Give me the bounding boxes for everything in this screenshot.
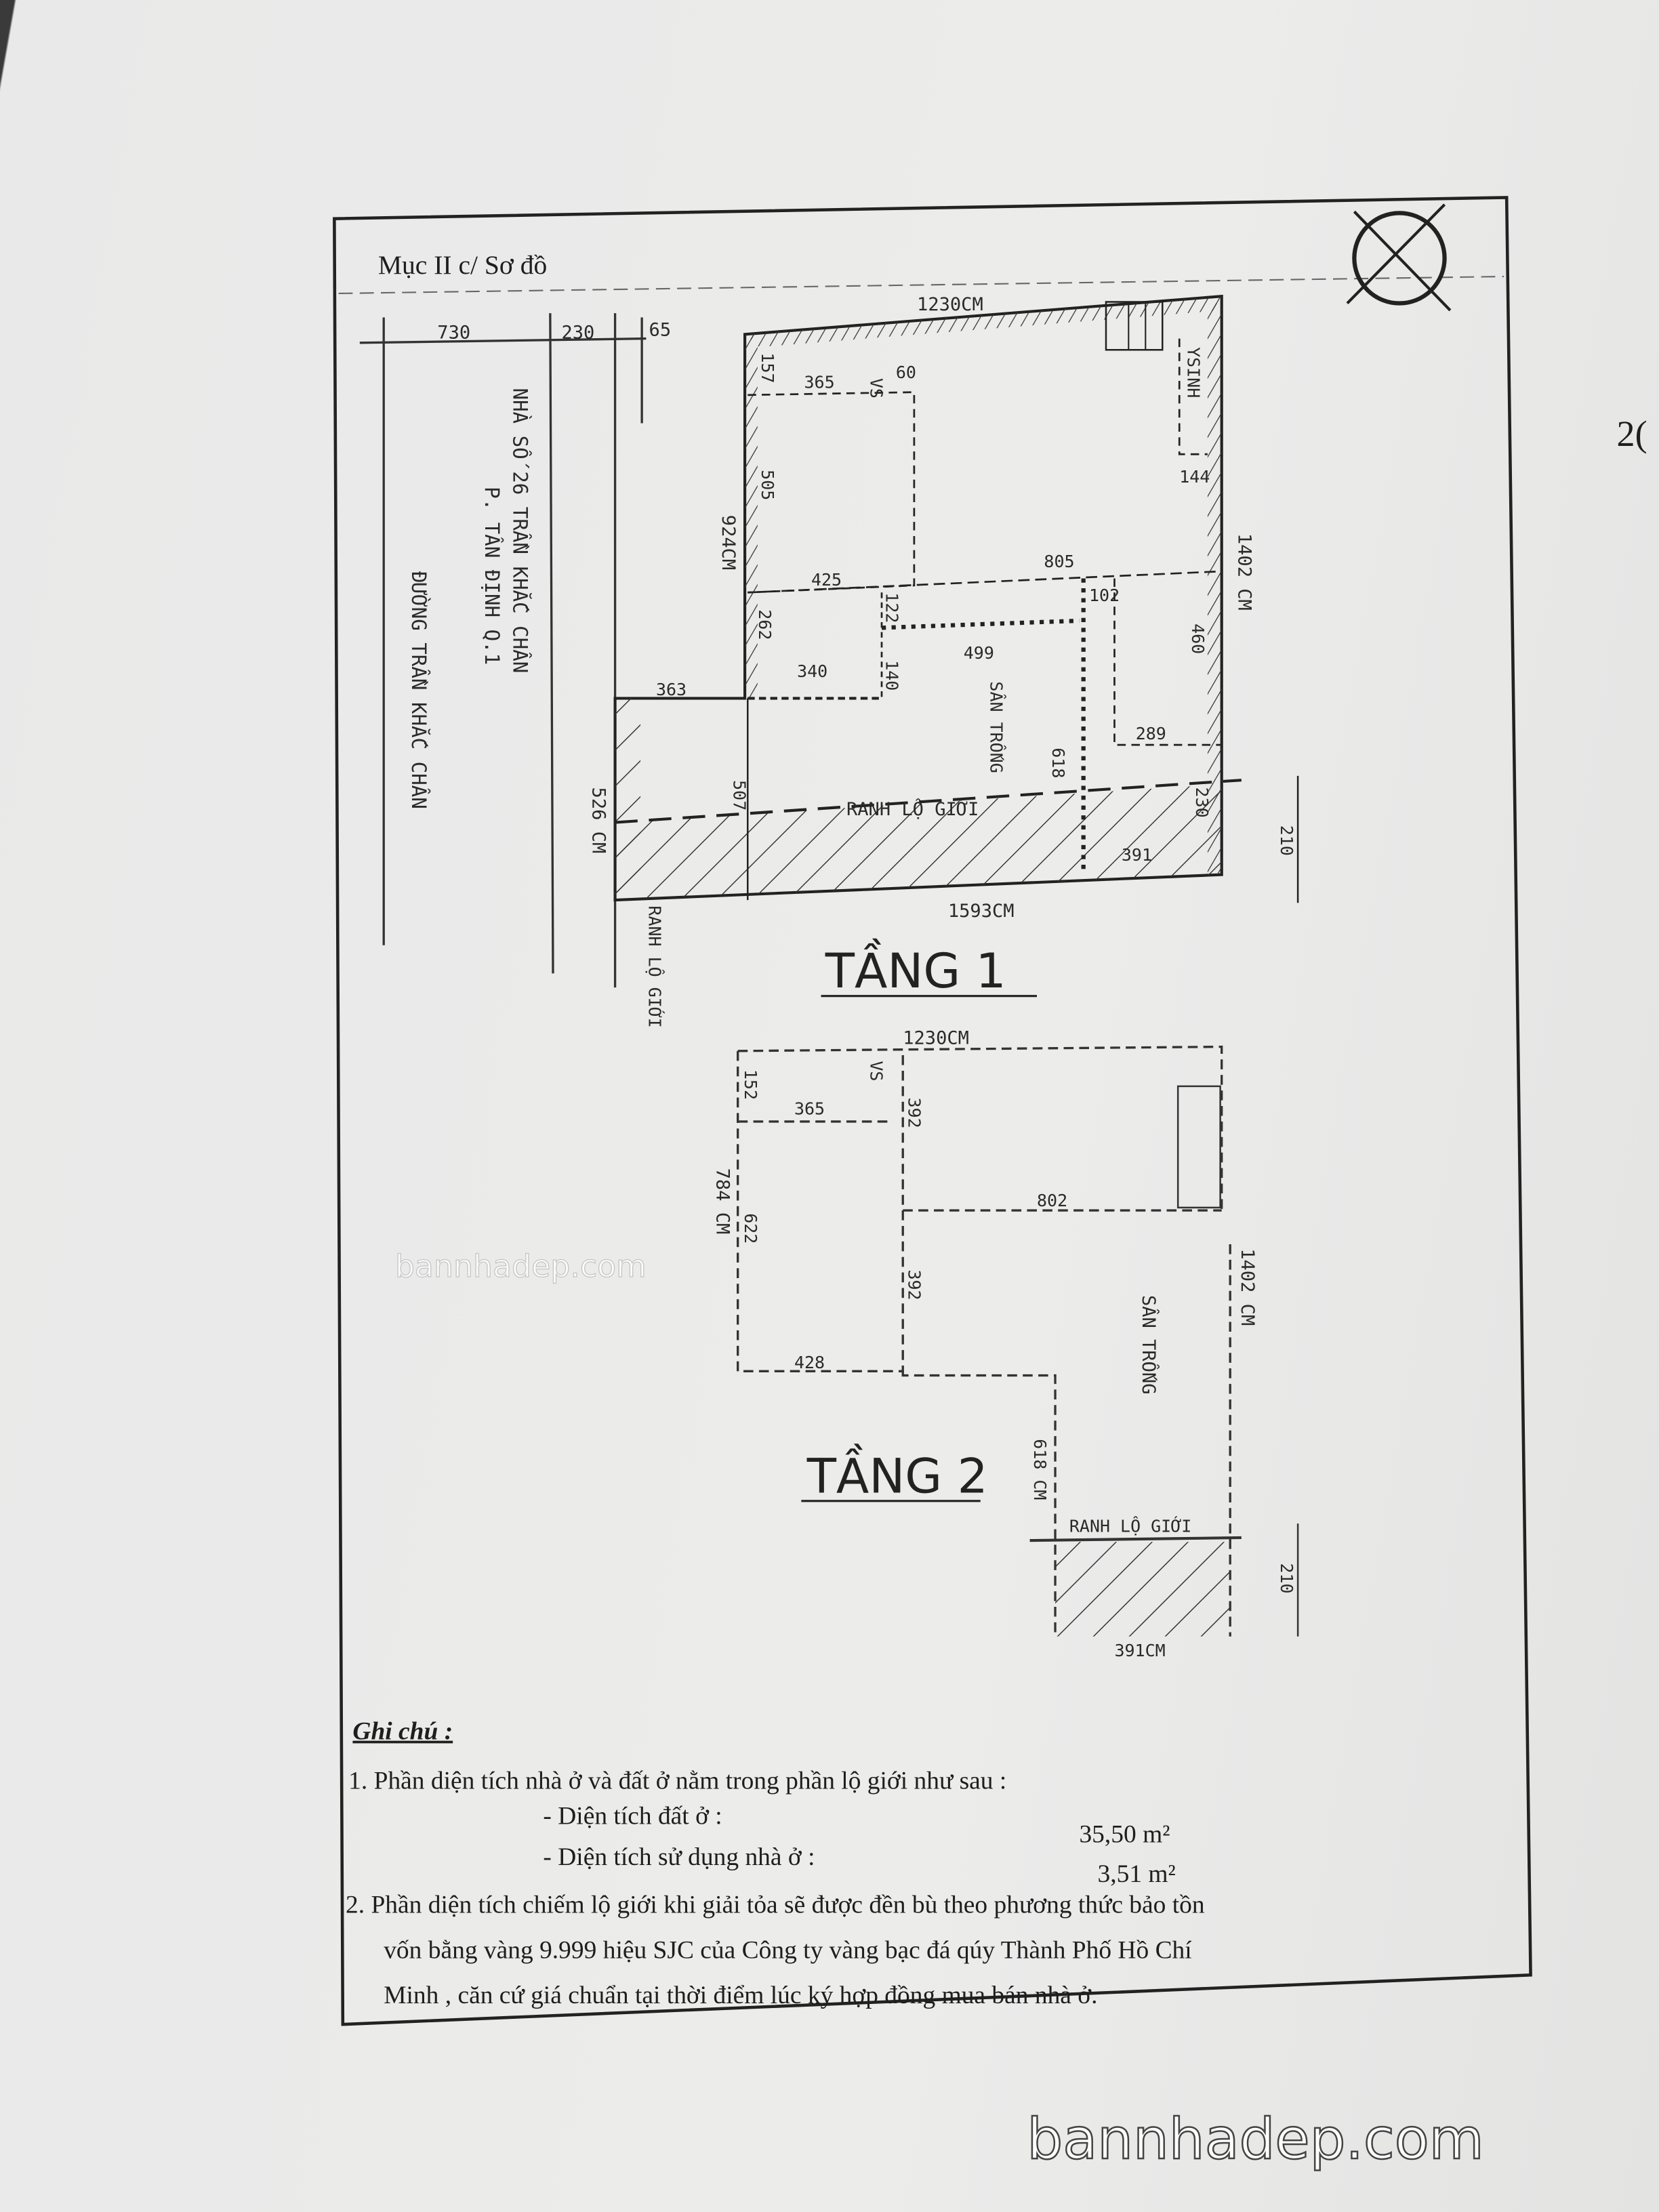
north-compass-icon (1346, 203, 1452, 312)
label-san-trong: SÂN TRỐNG (1138, 1295, 1160, 1395)
house-address-line2: P. TÂN ĐỊNH Q.1 (480, 487, 504, 665)
dim-425: 425 (811, 570, 842, 590)
watermark-corner: bannhadep.com (1027, 2106, 1483, 2172)
dim-144: 144 (1179, 467, 1210, 487)
floor1-top-width: 1230CM (917, 294, 983, 315)
dim-363: 363 (656, 680, 687, 699)
floor1-setback-length: 526 CM (588, 787, 609, 854)
dim-392-upper: 392 (905, 1098, 924, 1128)
land-area-label: - Diện tích đất ở : (543, 1803, 722, 1830)
floor2-right-length: 1402 CM (1237, 1248, 1258, 1326)
label-vs: VS (866, 1061, 886, 1081)
label-san-trong: SÂN TRỐNG (986, 681, 1006, 773)
dim-391: 391 (1122, 845, 1152, 865)
ranh-lo-gioi-left-label: RANH LỘ GIỚI (645, 905, 665, 1027)
floor1-bottom-width: 1593CM (948, 901, 1015, 922)
dim-230: 230 (1192, 787, 1212, 818)
floor1-plan (613, 294, 1299, 903)
street-dim-730: 730 (437, 323, 470, 344)
dim-210: 210 (1277, 825, 1296, 856)
floor2-setback-hatch (1055, 1542, 1231, 1637)
street-name: ĐƯỜNG TRẦN KHẮC CHÂN (407, 571, 430, 809)
dim-802: 802 (1037, 1191, 1067, 1210)
dim-365: 365 (794, 1099, 825, 1118)
dim-507: 507 (729, 780, 749, 811)
label-ysinh: YSINH (1184, 347, 1204, 398)
floor2-title: TẦNG 2 (806, 1443, 988, 1504)
dim-157: 157 (758, 352, 777, 383)
dim-340: 340 (797, 661, 827, 681)
dim-210: 210 (1277, 1563, 1296, 1593)
dim-365: 365 (804, 372, 835, 392)
dim-622: 622 (741, 1213, 760, 1244)
dim-60: 60 (896, 363, 916, 382)
floor2-dimensions: 152 VS 365 392 622 392 802 428 SÂN TRỐNG… (741, 1061, 1296, 1660)
label-vs: VS (866, 378, 886, 398)
dim-262: 262 (755, 609, 775, 640)
dim-618: 618 (1048, 747, 1068, 778)
floor1-title: TẦNG 1 (825, 938, 1006, 999)
floor2-plan (737, 1045, 1299, 1637)
dim-805: 805 (1044, 552, 1074, 571)
street-dim-230: 230 (561, 323, 594, 344)
ranh-lo-gioi-label: RANH LỘ GIỚI (1069, 1516, 1191, 1536)
document-frame (333, 196, 1532, 2026)
section-title: Mục II c/ Sơ đồ (378, 250, 547, 280)
floor1-right-length: 1402 CM (1234, 533, 1255, 611)
note-item-2-line1: 2. Phần diện tích chiếm lộ giới khi giải… (346, 1891, 1205, 1919)
dim-499: 499 (964, 643, 994, 663)
dim-428: 428 (794, 1353, 825, 1372)
dim-391: 391CM (1114, 1641, 1165, 1660)
dim-289: 289 (1136, 724, 1166, 743)
notes-section: Ghi chú : 1. Phần diện tích nhà ở và đất… (346, 1718, 1205, 2009)
street-dim-65: 65 (649, 319, 672, 340)
floor1-left-length: 924CM (718, 515, 739, 570)
floor1-dimensions: 157 365 VS 60 YSINH 144 505 425 805 102 … (645, 347, 1297, 1028)
ranh-lo-gioi-label: RANH LỘ GIỚI (846, 798, 979, 820)
land-area-value: 35,50 m² (1079, 1821, 1170, 1849)
dim-505: 505 (758, 470, 777, 500)
dim-618: 618 CM (1030, 1439, 1050, 1500)
dim-152: 152 (741, 1069, 760, 1100)
dim-460: 460 (1188, 623, 1208, 654)
note-item-2-line3: Minh , căn cứ giá chuẩn tại thời điểm lú… (384, 1982, 1097, 2009)
floor2-top-width: 1230CM (903, 1027, 969, 1048)
floor2-stair-icon (1176, 1085, 1221, 1209)
floor1-stair-icon (1105, 301, 1164, 351)
note-item-2-line2: vốn bằng vàng 9.999 hiệu SJC của Công ty… (384, 1936, 1191, 1964)
notes-heading: Ghi chú : (352, 1718, 453, 1746)
floor2-left-length: 784 CM (712, 1168, 733, 1235)
usage-area-value: 3,51 m² (1098, 1860, 1176, 1888)
house-address-line1: NHÀ SỐ 26 TRẦN KHẮC CHÂN (509, 388, 532, 673)
dim-392-lower: 392 (905, 1269, 924, 1300)
note-item-1: 1. Phần diện tích nhà ở và đất ở nằm tro… (348, 1767, 1006, 1795)
dim-102: 102 (1089, 586, 1120, 605)
dim-122: 122 (882, 592, 901, 623)
title-underline (338, 275, 1504, 295)
dim-140: 140 (882, 660, 901, 691)
watermark-center: bannhadep.com (395, 1248, 647, 1284)
page-number-partial: 2( (1617, 413, 1647, 454)
usage-area-label: - Diện tích sử dụng nhà ở : (543, 1843, 815, 1871)
